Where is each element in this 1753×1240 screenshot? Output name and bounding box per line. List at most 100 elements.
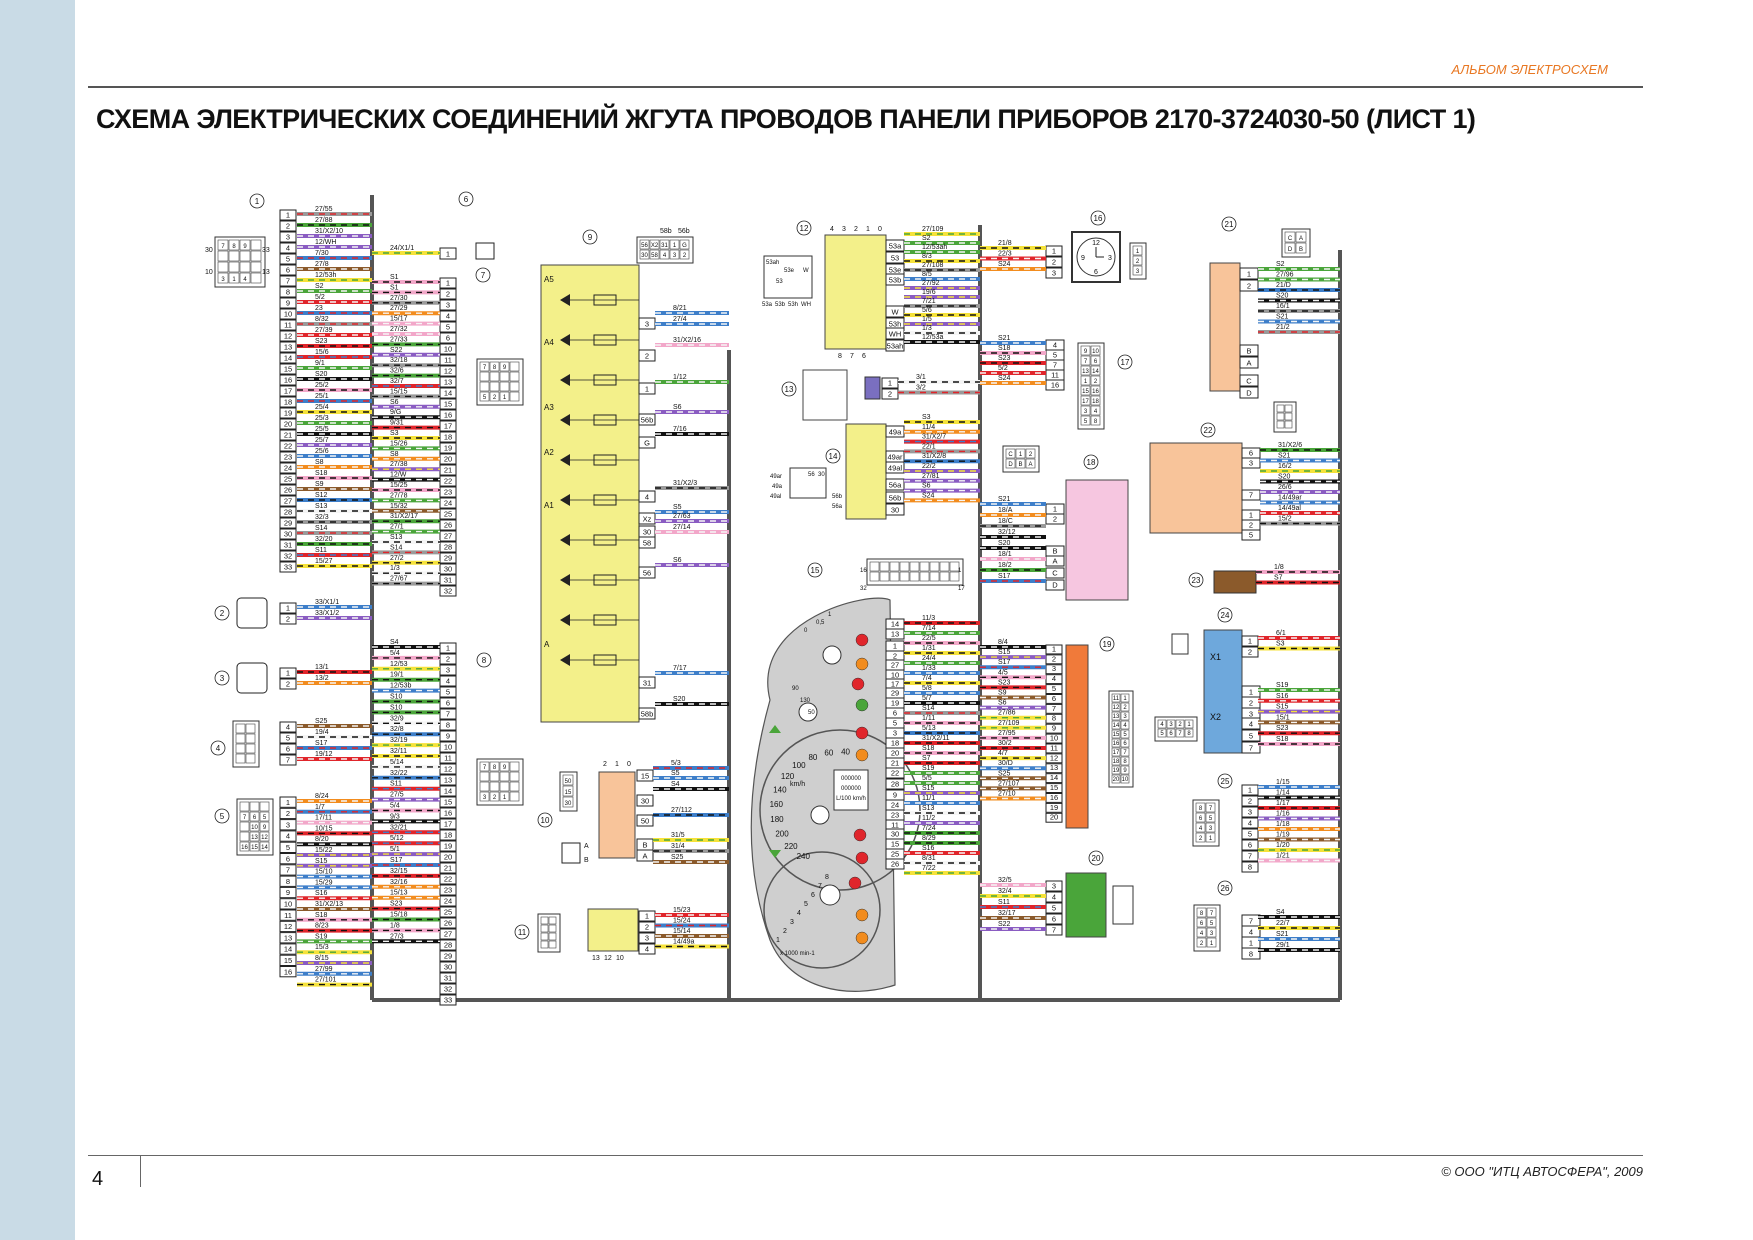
c1-mini-cell-label: 1 [232, 277, 236, 283]
odometer-line-2: L/100 km/h [836, 796, 866, 802]
c24-mini-cell [1184, 728, 1194, 738]
page-number: 4 [92, 1168, 104, 1190]
c18-wire-0-label: S21 [998, 496, 1011, 503]
c5-pin-11-num: 11 [284, 911, 292, 920]
c24-body [1171, 633, 1189, 655]
fuel-gauge-hub [822, 645, 842, 665]
c1-wire-7-label: S2 [315, 283, 324, 290]
c18-mini-cell [1005, 448, 1016, 459]
c9-pin-58b-box [638, 707, 656, 720]
c5-mini-cell-label: 14 [261, 845, 268, 851]
c9-wire-4-label: S6 [673, 404, 682, 411]
fuel-label-0: 0 [804, 628, 808, 634]
c8-wire-25-label: 15/18 [390, 912, 408, 919]
c2-pin-2-box [279, 613, 297, 625]
c20-pin-5-num: 5 [1052, 904, 1056, 913]
c17-mini-cell [1080, 365, 1091, 376]
c1-mini-cell-label: 8 [232, 244, 236, 250]
c7-pin-5-box [439, 321, 457, 333]
c7-wire-18-label: 27/38 [390, 461, 408, 468]
c7-wire-15-label: S3 [390, 430, 399, 437]
c22-pin-5-num: 5 [1249, 531, 1253, 540]
c1-mini-cell [239, 239, 251, 251]
c9-block-A4: A4 [544, 338, 554, 347]
c18-wire-6-label: 18/2 [998, 562, 1012, 569]
c1-pin-27-box [279, 495, 297, 507]
c7-mini-cell [509, 361, 520, 372]
c1-pin-6-box [279, 264, 297, 276]
c1-pin-33-box [279, 561, 297, 573]
c1-wire-13-label: 15/6 [315, 349, 329, 356]
c11-bottom-10: 10 [616, 955, 624, 962]
c17-mini-cell-label: 14 [1092, 369, 1099, 375]
c10-ab-B: B [584, 857, 589, 864]
c1-pin-3-num: 3 [286, 233, 290, 242]
c11-mini-cell [548, 916, 557, 925]
c12-bottom-8: 8 [838, 353, 842, 360]
marker-17-num: 17 [1121, 358, 1130, 367]
warning-lamp-10 [855, 931, 869, 945]
rpm-tick-2: 2 [783, 928, 787, 935]
c7-mini-cell-label: 2 [493, 395, 497, 401]
c7-wire-19-label: 12/W [390, 472, 407, 479]
marker-2-circle [214, 605, 230, 621]
c5-mini-cell [259, 801, 270, 812]
c7-wire-21-label: 27/78 [390, 492, 408, 499]
c7-wire-13-label: 9/G [390, 409, 401, 416]
c7-pin-31-num: 31 [444, 576, 452, 585]
c25-mini-cell-label: 1 [1209, 836, 1213, 842]
c19-mini-cell-label: 8 [1123, 759, 1127, 765]
c26-mini-cell-label: 8 [1200, 911, 1204, 917]
c7-mini-cell [479, 381, 490, 392]
c8-mini-cell-label: 9 [503, 765, 507, 771]
c1-pin-27-num: 27 [284, 497, 292, 506]
c11-mini-cell [540, 932, 549, 941]
c7-pin-14-box [439, 387, 457, 399]
marker-19-num: 19 [1103, 640, 1112, 649]
c18-mini-cell [1025, 448, 1036, 459]
c19-mini-cell [1120, 711, 1130, 721]
c24-mini-cell [1166, 728, 1176, 738]
c8-pin-14-box [439, 785, 457, 797]
c21-mini-cell [1295, 242, 1307, 254]
c17-mini-cell-label: 2 [1094, 379, 1098, 385]
c7-pin-11-num: 11 [444, 356, 452, 365]
c9-header-cell-label: 3 [673, 253, 677, 259]
c9-diode [560, 414, 570, 426]
c12-top-1: 1 [866, 226, 870, 233]
c8-pin-30-box [439, 961, 457, 973]
c19-wire-2-label: S17 [998, 659, 1011, 666]
c8-mini-cell [509, 791, 520, 802]
c4-mini-cell [235, 723, 246, 734]
c8-wire-12-label: 32/22 [390, 770, 408, 777]
c12-module [824, 234, 887, 350]
c18-wire-7-label: S17 [998, 573, 1011, 580]
c26-pin-8-box [1241, 947, 1261, 960]
c11-mini-cell [540, 924, 549, 933]
c26-mini-cell-label: 5 [1210, 921, 1214, 927]
c15-wire-6-label: 7/4 [922, 675, 932, 682]
marker-3-circle [214, 670, 230, 686]
c9-pin-4-box [638, 490, 656, 503]
c19-wire-0-label: 8/4 [998, 639, 1008, 646]
c7-pin-5-num: 5 [446, 323, 450, 332]
c1-pin-11-num: 11 [284, 321, 292, 330]
c22-module [1149, 442, 1243, 534]
c18-mini-cell-label: A [1028, 462, 1032, 468]
c7-wire-3-label: 27/29 [390, 305, 408, 312]
c12-wire-2-label: 12/53ah [922, 244, 947, 251]
c15-wire-2-label: 22/5 [922, 635, 936, 642]
c15-wire-1-label: 7/14 [922, 625, 936, 632]
c17-mini-cell-label: 7 [1084, 359, 1088, 365]
c7-wire-4-label: 15/17 [390, 316, 408, 323]
c19-wire-9-label: 27/95 [998, 730, 1016, 737]
c1-pin-4-box [279, 242, 297, 254]
c25-mini-cell-label: 6 [1199, 816, 1203, 822]
c11-wire-3-label: 14/49a [673, 939, 695, 946]
c19-mini-cell-label: 5 [1123, 732, 1127, 738]
c14-mini-label: 56 [808, 472, 815, 478]
c4-pin-4-box [279, 721, 297, 733]
c5-pin-12-num: 12 [284, 922, 292, 931]
c1-pin-19-box [279, 407, 297, 419]
c7-pin-4-num: 4 [446, 312, 450, 321]
